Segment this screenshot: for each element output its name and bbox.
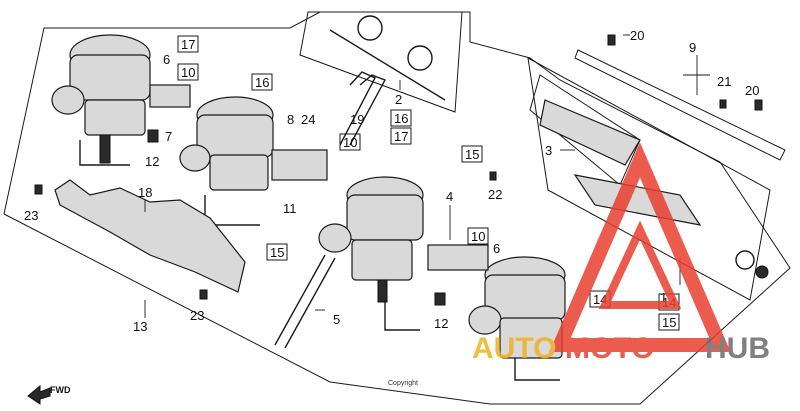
label-2: 2 [395, 92, 402, 107]
carburetor-1 [51, 34, 151, 166]
label-4: 4 [446, 189, 453, 204]
throttle-drum-2 [407, 45, 433, 71]
spring-ring [735, 250, 755, 270]
label-21: 21 [717, 74, 731, 89]
throttle-shaft [274, 254, 326, 346]
bolt-23-left [34, 184, 43, 195]
jet-12-bottom [434, 292, 446, 306]
watermark-moto: MOTO [565, 332, 654, 365]
boxed-label-10b: 10 [339, 133, 361, 151]
label-12b: 12 [434, 316, 448, 331]
carburetor-2 [179, 96, 274, 226]
boxed-label-10c: 10 [467, 227, 489, 245]
linkage-bracket-2 [271, 149, 328, 181]
svg-text:15: 15 [270, 245, 284, 260]
label-22: 22 [488, 187, 502, 202]
bolt-21 [719, 99, 727, 109]
watermark-auto: AUTO [472, 332, 556, 365]
label-6a: 6 [163, 52, 170, 67]
bolt-20-top [607, 34, 616, 46]
label-18: 18 [138, 185, 152, 200]
svg-text:17: 17 [181, 37, 195, 52]
linkage-bracket-1 [149, 84, 191, 108]
carburetor-3 [318, 176, 424, 331]
watermark-triangle-outer [549, 142, 731, 352]
copyright-text: Copyright [388, 380, 418, 387]
label-3: 3 [545, 143, 552, 158]
label-13: 13 [133, 319, 147, 334]
carburetor-4 [468, 256, 566, 381]
link-plate [539, 99, 641, 166]
fwd-label: FWD [50, 385, 71, 395]
fuel-hose [349, 74, 386, 146]
label-19: 19 [350, 112, 364, 127]
svg-text:10: 10 [181, 65, 195, 80]
label-5: 5 [333, 312, 340, 327]
label-7: 7 [165, 129, 172, 144]
link-rod [329, 29, 446, 101]
svg-text:15: 15 [662, 315, 676, 330]
svg-text:15: 15 [465, 147, 479, 162]
choke-rod-strip [574, 49, 786, 161]
bolt-22 [489, 171, 497, 181]
boxed-label-10a: 10 [177, 63, 199, 81]
assembly-frame [3, 11, 791, 405]
watermark-triangle-inner [598, 220, 682, 309]
label-8: 8 [287, 112, 294, 127]
watermark-logo: AUTO MOTO HUB [472, 142, 770, 365]
boxed-label-15b: 15 [266, 243, 288, 261]
label-9: 9 [689, 40, 696, 55]
svg-text:16: 16 [394, 111, 408, 126]
label-20b: 20 [745, 83, 759, 98]
label-12a: 12 [145, 154, 159, 169]
panel-bracket [527, 57, 771, 301]
collar [755, 265, 769, 279]
label-23b: 23 [190, 308, 204, 323]
boxed-label-17b: 17 [390, 127, 412, 145]
watermark-hub: HUB [705, 332, 770, 365]
svg-text:17: 17 [394, 129, 408, 144]
forward-arrow: FWD [27, 384, 71, 405]
boxed-label-15c: 15 [658, 313, 680, 331]
label-6b: 6 [493, 241, 500, 256]
bolt-20-right [754, 99, 763, 111]
boxed-label-17a: 17 [177, 35, 199, 53]
throttle-drum [357, 15, 383, 41]
boxed-label-15a: 15 [461, 145, 483, 163]
boxed-label-16b: 16 [390, 109, 412, 127]
linkage-bracket-3 [427, 244, 489, 271]
jet-12-top [147, 129, 159, 143]
label-1: 1 [660, 290, 667, 305]
svg-text:16: 16 [255, 75, 269, 90]
leader-9 [683, 55, 710, 95]
svg-text:10: 10 [471, 229, 485, 244]
label-24: 24 [301, 112, 315, 127]
panel-throttle-link [299, 11, 463, 113]
label-23a: 23 [24, 208, 38, 223]
label-20a: 20 [630, 28, 644, 43]
bolt-23-bottom [199, 289, 208, 300]
label-11: 11 [283, 201, 297, 216]
boxed-label-16a: 16 [251, 73, 273, 91]
fuel-hose-edge [339, 71, 376, 146]
svg-text:10: 10 [343, 135, 357, 150]
throttle-shaft-edge [284, 257, 336, 349]
air-vent-tube-plate [54, 179, 246, 293]
